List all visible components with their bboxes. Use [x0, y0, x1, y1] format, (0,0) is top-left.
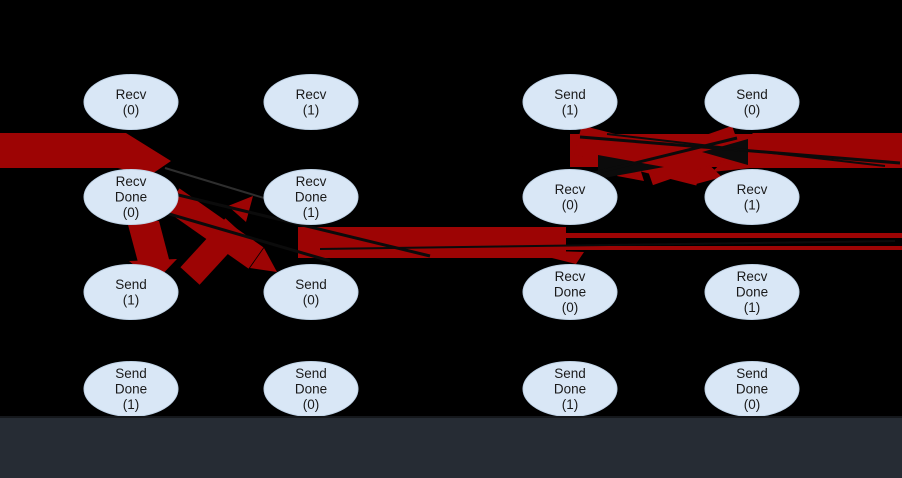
edge-recv-done-0-to-send-1-shaft [127, 221, 170, 266]
node-recv-0-r2c3 [522, 169, 618, 225]
background-wedge-right-cluster-a [598, 155, 664, 179]
edge-offscreen-left-into-recv-done-0 [0, 133, 171, 176]
node-send-1-r1c3 [522, 74, 618, 130]
crossing-edge-cut-1 [132, 182, 431, 258]
node-recv-done-1-r3c4 [704, 264, 800, 320]
background-wedge-right-cluster-b [702, 139, 748, 165]
node-recv-0-r2c3-label: Recv(0) [555, 182, 586, 213]
edge-long-horizontal-arrow-into-recv-done-0 [520, 250, 584, 264]
edge-send-1-to-recv-done-1-shaft [180, 218, 245, 285]
node-send-1-r3c1-label: Send(1) [115, 277, 147, 308]
node-send-1-r3c1 [83, 264, 179, 320]
node-send-0-r3c2-label: Send(0) [295, 277, 327, 308]
node-recv-1-r1c2 [263, 74, 359, 130]
node-recv-0-r1c1 [83, 74, 179, 130]
edge-long-horizontal-thin-upper [566, 233, 902, 238]
node-recv-done-0-r2c1 [83, 169, 179, 225]
node-recv-1-r2c4 [704, 169, 800, 225]
node-send-0-r1c4-label: Send(0) [736, 87, 768, 118]
node-recv-done-1-r2c2 [263, 169, 359, 225]
crossing-edge-cut-5 [606, 133, 886, 167]
bottom-bar [0, 416, 902, 478]
node-send-0-r3c2 [263, 264, 359, 320]
edge-long-horizontal-thin-lower [566, 246, 902, 250]
node-recv-1-r2c4-label: Recv(1) [737, 182, 768, 213]
edge-recv-done-0-to-send-0-arrowhead [250, 248, 277, 272]
node-send-0-r1c4 [704, 74, 800, 130]
node-send-1-r1c3-label: Send(1) [554, 87, 586, 118]
crossing-edge-cut-6 [585, 136, 738, 177]
edge-long-horizontal-band [298, 227, 566, 258]
edge-send-0-to-recv-0-shaft [643, 125, 742, 186]
crossing-edge-cut-3 [319, 240, 896, 250]
node-recv-1-r1c2-label: Recv(1) [296, 87, 327, 118]
node-recv-0-r1c1-label: Recv(0) [116, 87, 147, 118]
node-recv-done-0-r3c3 [522, 264, 618, 320]
